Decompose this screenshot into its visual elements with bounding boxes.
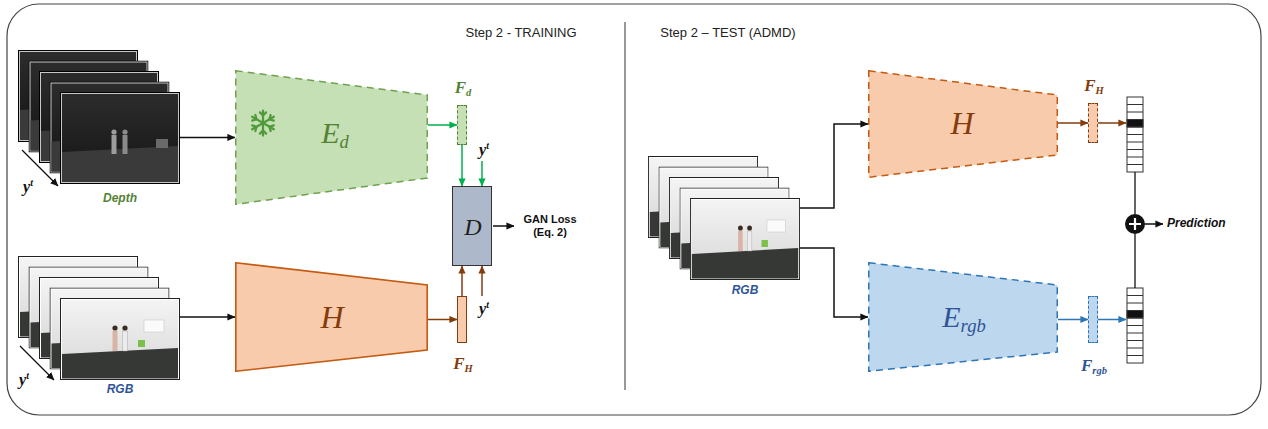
symbol-subscript: rgb xyxy=(1092,365,1107,376)
feature-arrow xyxy=(1098,122,1126,124)
symbol-base: y xyxy=(19,371,26,388)
label-arrow xyxy=(481,161,483,186)
discriminator-box: D xyxy=(452,186,492,266)
frozen-icon xyxy=(252,111,274,136)
trapezoid-shape xyxy=(869,71,1058,178)
feature-bar: Fd xyxy=(457,105,467,145)
flow-arrow xyxy=(428,319,457,321)
output-label: Prediction xyxy=(1167,217,1226,231)
symbol-base: F xyxy=(453,354,464,373)
label-arrow xyxy=(481,266,483,296)
prediction-arrow xyxy=(1145,223,1163,225)
flow-arrow xyxy=(800,248,868,317)
flow-arrow xyxy=(180,316,235,318)
flow-arrow xyxy=(1058,122,1088,124)
step-heading: Step 2 – TEST (ADMD) xyxy=(660,26,795,41)
vector-cell-active xyxy=(1127,120,1143,128)
flow-arrow xyxy=(461,145,463,186)
module-symbol: H xyxy=(950,106,973,141)
symbol-subscript: d xyxy=(466,87,471,98)
symbol-subscript: rgb xyxy=(961,315,986,336)
flow-arrow xyxy=(428,124,457,126)
label-symbol: yt xyxy=(19,370,29,389)
module-symbol: Frgb xyxy=(1081,357,1107,377)
symbol-subscript: H xyxy=(465,363,473,374)
feature-arrow xyxy=(1098,319,1126,321)
symbol-base: y xyxy=(23,178,30,195)
rgb-frames xyxy=(648,156,800,280)
vector-frame xyxy=(1127,97,1143,172)
symbol-superscript: t xyxy=(486,140,489,151)
sum-circle xyxy=(1125,214,1145,234)
symbol-superscript: t xyxy=(26,370,29,381)
label-symbol: yt xyxy=(479,299,489,318)
label-symbol: yt xyxy=(23,177,33,196)
symbol-subscript: d xyxy=(340,131,349,152)
symbol-superscript: t xyxy=(486,299,489,310)
feature-bar: FH xyxy=(1088,103,1098,143)
symbol-superscript: t xyxy=(30,177,33,188)
outer-panel xyxy=(7,4,1261,415)
vector-cells xyxy=(1127,296,1143,356)
modality-caption: Depth xyxy=(103,192,137,205)
flow-arrow xyxy=(180,137,235,139)
module-symbol: FH xyxy=(453,355,473,375)
network-trapezoid: H xyxy=(868,70,1058,178)
score-vector xyxy=(1127,288,1143,363)
feature-bar: FH xyxy=(457,296,467,343)
symbol-base: E xyxy=(942,300,960,333)
module-symbol: D xyxy=(464,214,481,240)
vector-cell-active xyxy=(1127,311,1143,319)
score-vector xyxy=(1127,97,1143,172)
network-trapezoid: H xyxy=(235,262,428,372)
module-symbol: FH xyxy=(1084,77,1104,97)
rgb-frame xyxy=(690,198,800,280)
step-heading: Step 2 - TRAINING xyxy=(465,26,576,41)
module-symbol: Ed xyxy=(321,116,349,153)
loss-arrow xyxy=(493,225,514,227)
flow-arrow xyxy=(461,266,463,296)
symbol-base: F xyxy=(1084,76,1095,95)
symbol-base: F xyxy=(455,78,466,97)
symbol-subscript: H xyxy=(1096,85,1104,96)
rgb-frames xyxy=(18,256,180,380)
frame-stack: RGB xyxy=(18,256,180,380)
depth-frames xyxy=(18,50,180,184)
label-symbol: yt xyxy=(479,140,489,159)
symbol-base: y xyxy=(479,141,486,158)
fusion-line xyxy=(1134,234,1135,288)
symbol-base: F xyxy=(1081,356,1092,375)
flow-arrow xyxy=(800,124,868,208)
symbol-base: E xyxy=(321,116,339,149)
trapezoid-shape xyxy=(869,263,1058,372)
modality-caption: RGB xyxy=(107,383,134,396)
symbol-base: y xyxy=(479,300,486,317)
frame-stack: Depth xyxy=(18,50,180,183)
loss-label: GAN Loss (Eq. 2) xyxy=(520,213,580,238)
module-symbol: H xyxy=(320,300,343,335)
trapezoid-shape xyxy=(236,263,427,371)
vector-cells xyxy=(1127,105,1143,165)
module-symbol: Fd xyxy=(455,79,472,99)
depth-frame xyxy=(60,92,180,184)
feature-bar: Frgb xyxy=(1088,296,1098,343)
rgb-frame xyxy=(60,298,180,380)
module-symbol: Ergb xyxy=(942,300,985,337)
divider-line xyxy=(625,22,626,390)
trapezoid-shape xyxy=(236,71,428,205)
vector-frame xyxy=(1127,288,1143,363)
plus-sign xyxy=(1129,218,1141,230)
encoder-trapezoid: Ed xyxy=(235,70,428,205)
frame-stack: RGB xyxy=(648,156,800,280)
encoder-trapezoid: Ergb xyxy=(868,262,1058,372)
modality-caption: RGB xyxy=(732,284,759,297)
flow-arrow xyxy=(1058,319,1088,321)
fusion-line xyxy=(1134,172,1135,214)
